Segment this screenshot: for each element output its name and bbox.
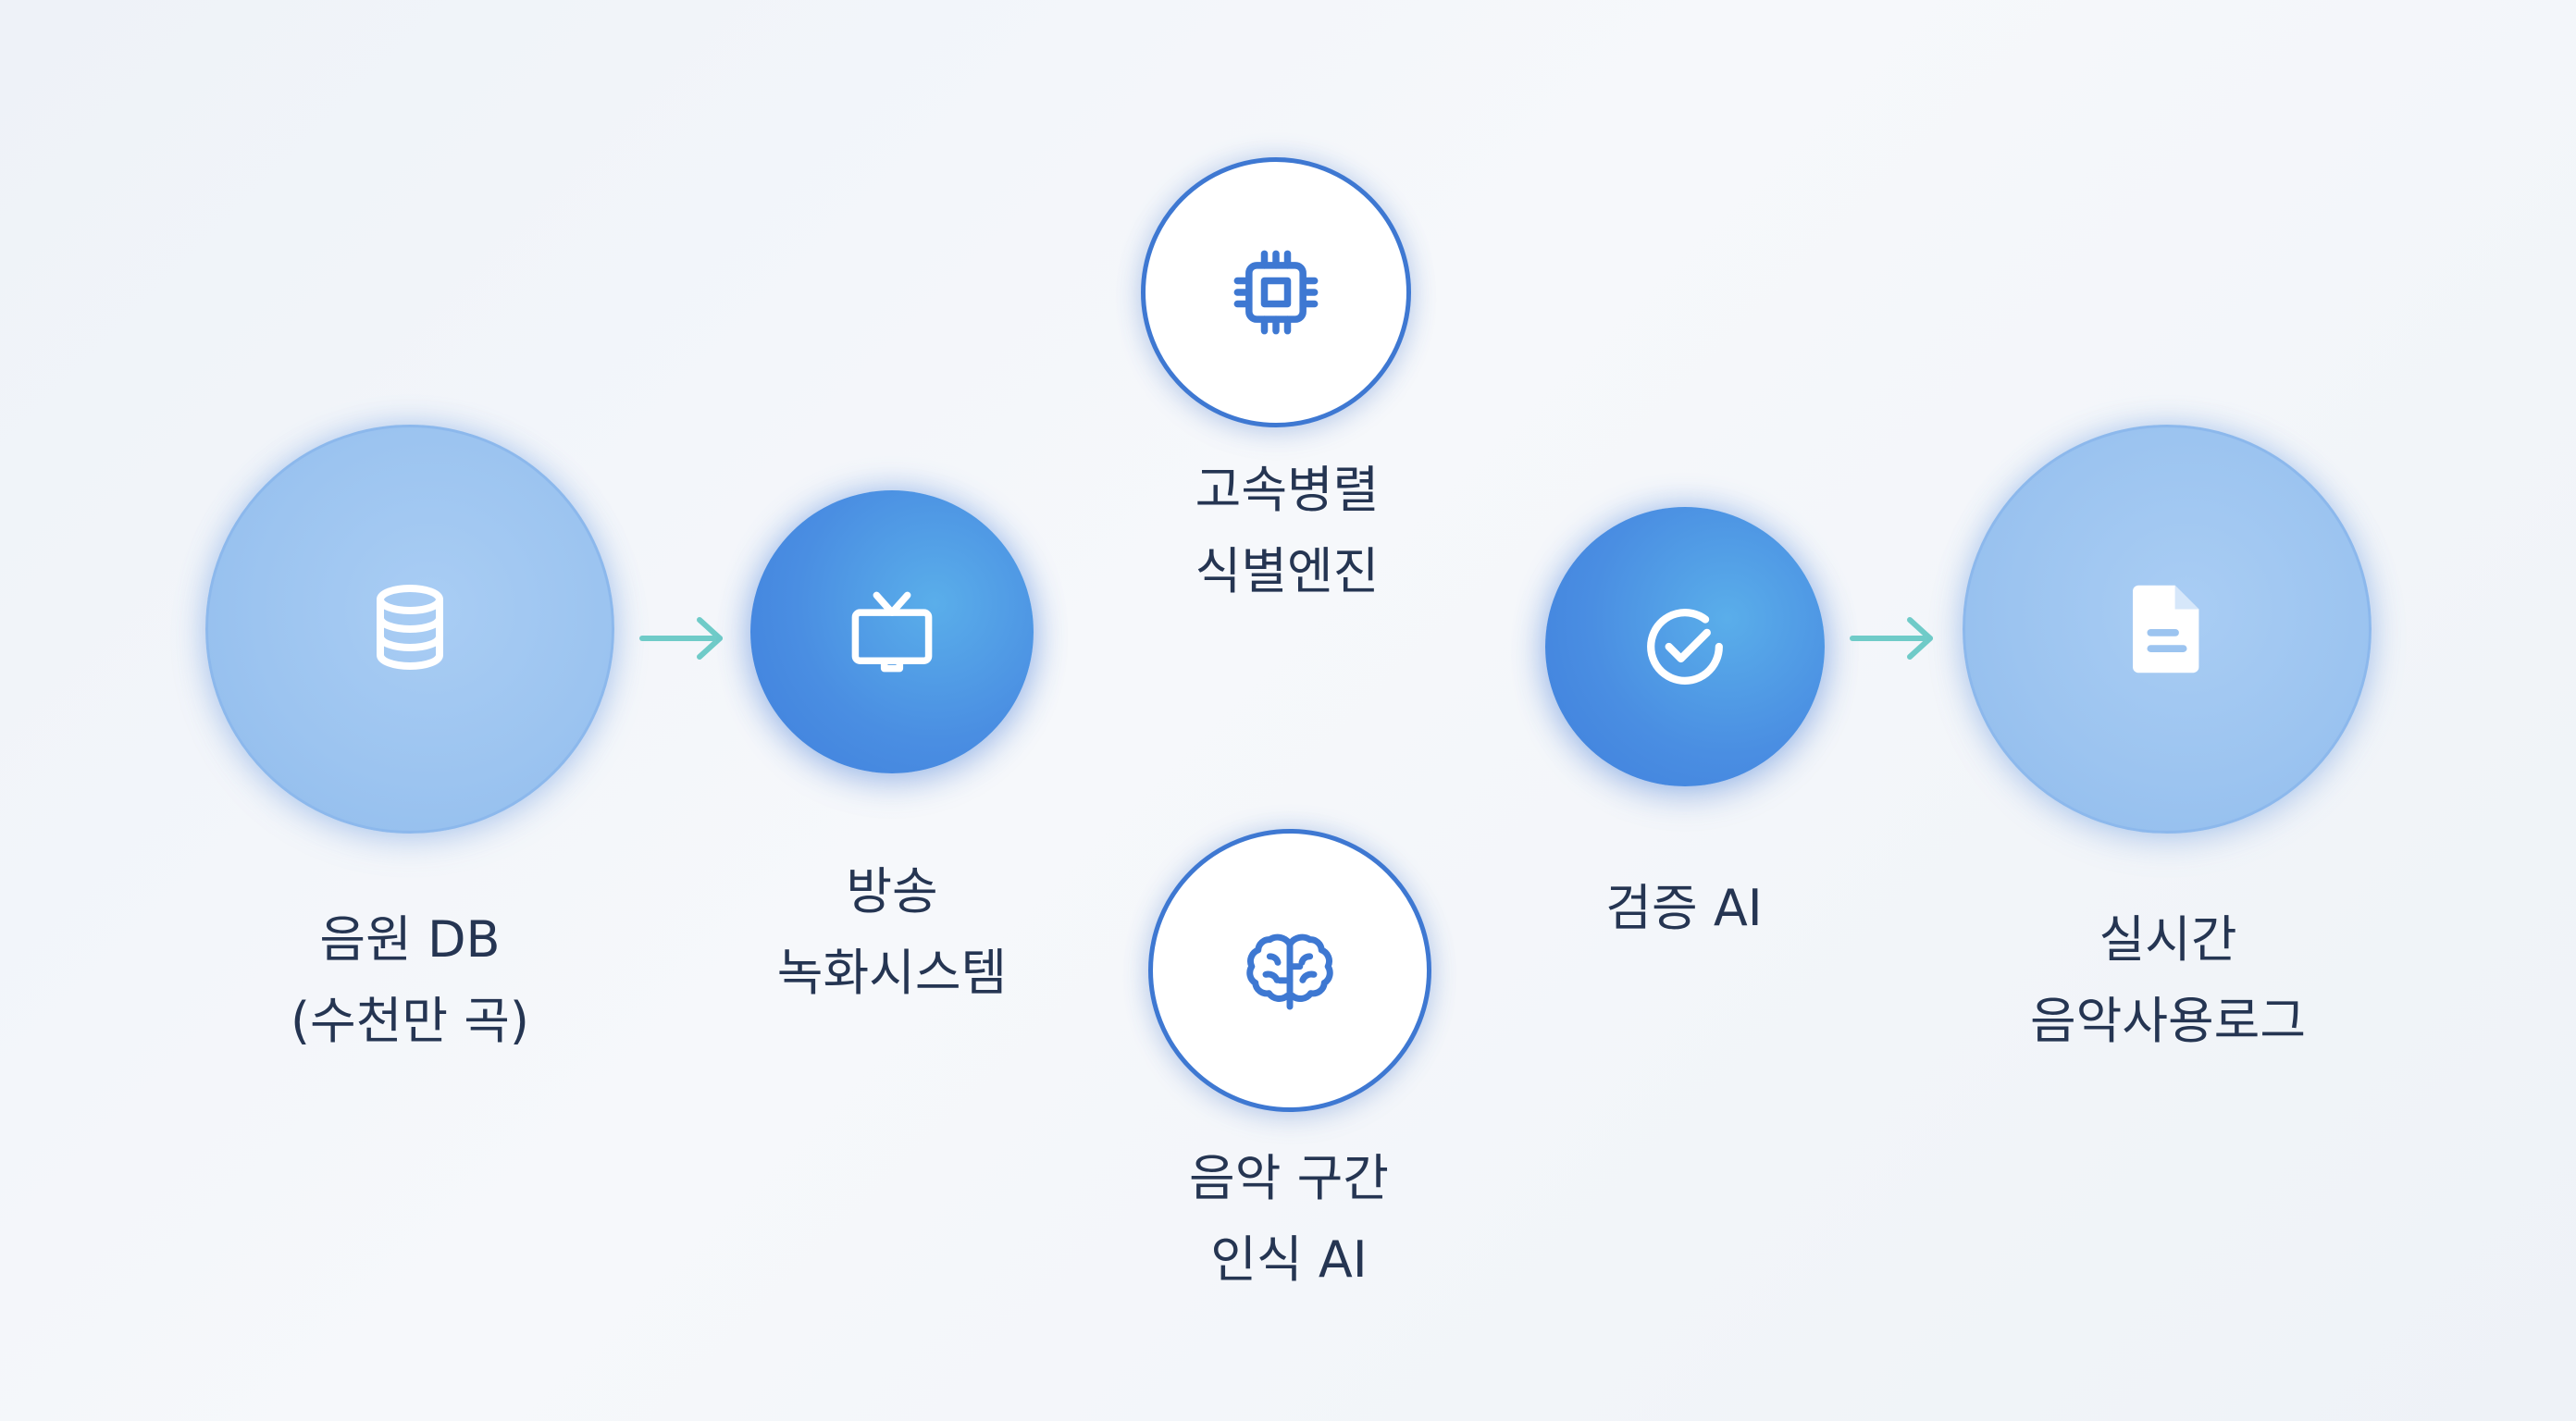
music-db-label: 음원 DB (수천만 곡): [291, 899, 529, 1062]
usage-log-label: 실시간 음악사용로그: [2030, 899, 2306, 1062]
segment-ai-label: 음악 구간 인식 AI: [1189, 1138, 1389, 1301]
brain-icon: [1246, 933, 1333, 1010]
music-db-label-line1: 음원 DB: [319, 910, 501, 969]
segment-ai-label-line2: 인식 AI: [1210, 1230, 1368, 1289]
broadcast-label-line2: 녹화시스템: [776, 944, 1008, 1002]
database-icon: [377, 585, 443, 671]
verify-ai-label: 검증 AI: [1605, 868, 1762, 949]
check-circle-icon: [1647, 609, 1723, 685]
tv-icon: [851, 591, 933, 673]
music-db-label-line2: (수천만 곡): [290, 992, 530, 1050]
verify-ai-label-line1: 검증 AI: [1605, 879, 1763, 937]
engine-label-line2: 식별엔진: [1195, 542, 1380, 600]
flow-arrow: [639, 617, 723, 660]
broadcast-label: 방송 녹화시스템: [777, 851, 1007, 1014]
broadcast-label-line1: 방송: [846, 862, 938, 921]
music-db-node: [205, 425, 614, 834]
engine-label: 고속병렬 식별엔진: [1195, 450, 1380, 612]
engine-label-line1: 고속병렬: [1195, 461, 1380, 519]
broadcast-node: [750, 490, 1034, 773]
verify-ai-node: [1545, 507, 1825, 786]
usage-log-label-line1: 실시간: [2099, 910, 2237, 969]
usage-log-node: [1963, 425, 2372, 834]
document-icon: [2133, 585, 2199, 673]
segment-ai-node: [1148, 829, 1431, 1112]
engine-node: [1141, 157, 1411, 427]
usage-log-label-line2: 음악사용로그: [2029, 992, 2307, 1050]
flow-arrow: [1850, 617, 1933, 660]
cpu-chip-icon: [1233, 250, 1319, 335]
segment-ai-label-line1: 음악 구간: [1189, 1149, 1389, 1207]
